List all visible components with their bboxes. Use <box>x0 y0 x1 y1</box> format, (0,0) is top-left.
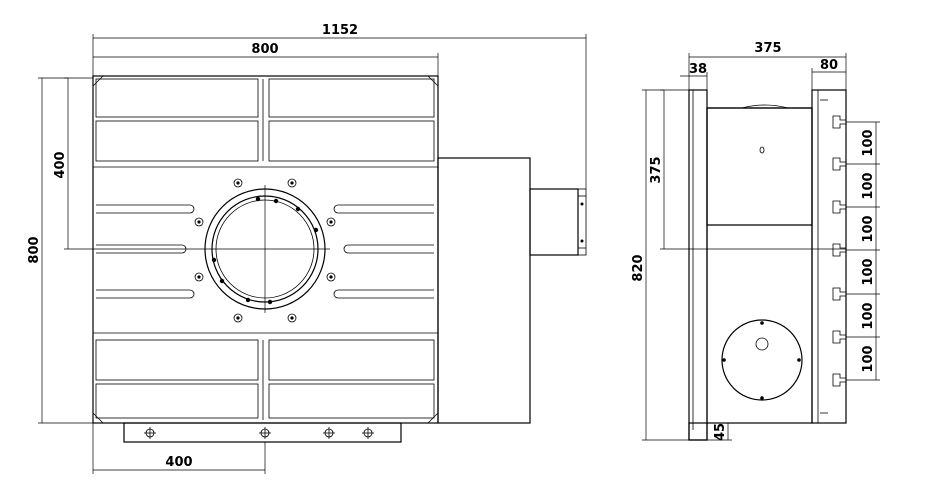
front-dimensions: 1152 800 400 800 400 <box>27 23 587 474</box>
side-flange <box>688 89 708 441</box>
dim-pitch-1: 100 <box>861 129 876 156</box>
table-outline <box>92 75 439 424</box>
side-left-dims: 375 820 <box>631 89 689 441</box>
dim-total-height: 820 <box>631 254 646 281</box>
slot-pitch-dims: 100 100 100 100 100 100 <box>846 121 880 381</box>
dim-upper-height: 375 <box>649 156 664 183</box>
t-slot-notches <box>832 115 846 387</box>
dim-overall-width: 1152 <box>322 23 358 38</box>
dim-height-half: 400 <box>53 151 68 178</box>
front-view: 1152 800 400 800 400 <box>27 23 587 474</box>
base-plate <box>123 422 402 443</box>
table-chamfer-tl <box>92 75 104 87</box>
top-slot-blocks <box>95 78 435 162</box>
side-top-dims: 375 38 80 <box>680 41 847 108</box>
motor-flange <box>721 319 803 401</box>
bottom-slot-blocks <box>93 166 438 420</box>
dim-pitch-5: 100 <box>861 302 876 329</box>
side-view: 100 100 100 100 100 100 375 38 80 <box>631 41 880 441</box>
dim-side-width: 375 <box>754 41 781 56</box>
upper-housing-arc <box>741 104 789 109</box>
right-column <box>811 89 847 424</box>
bolt-holes <box>194 178 336 323</box>
dim-pitch-2: 100 <box>861 172 876 199</box>
dim-table-width: 800 <box>251 42 278 57</box>
center-bearing <box>200 185 330 313</box>
dim-pitch-3: 100 <box>861 215 876 242</box>
dim-right-width: 80 <box>820 58 838 73</box>
dim-bottom-half: 400 <box>165 455 192 470</box>
dim-bottom-gap: 45 <box>713 423 728 441</box>
motor-housing <box>437 157 587 424</box>
side-bottom-dim: 45 <box>707 422 732 441</box>
dim-offset: 38 <box>689 62 707 77</box>
dim-pitch-6: 100 <box>861 345 876 372</box>
table-chamfer-tr <box>427 75 439 87</box>
dim-table-height: 800 <box>27 236 42 263</box>
side-body <box>706 107 813 424</box>
upper-housing <box>706 107 813 226</box>
dim-pitch-4: 100 <box>861 258 876 285</box>
